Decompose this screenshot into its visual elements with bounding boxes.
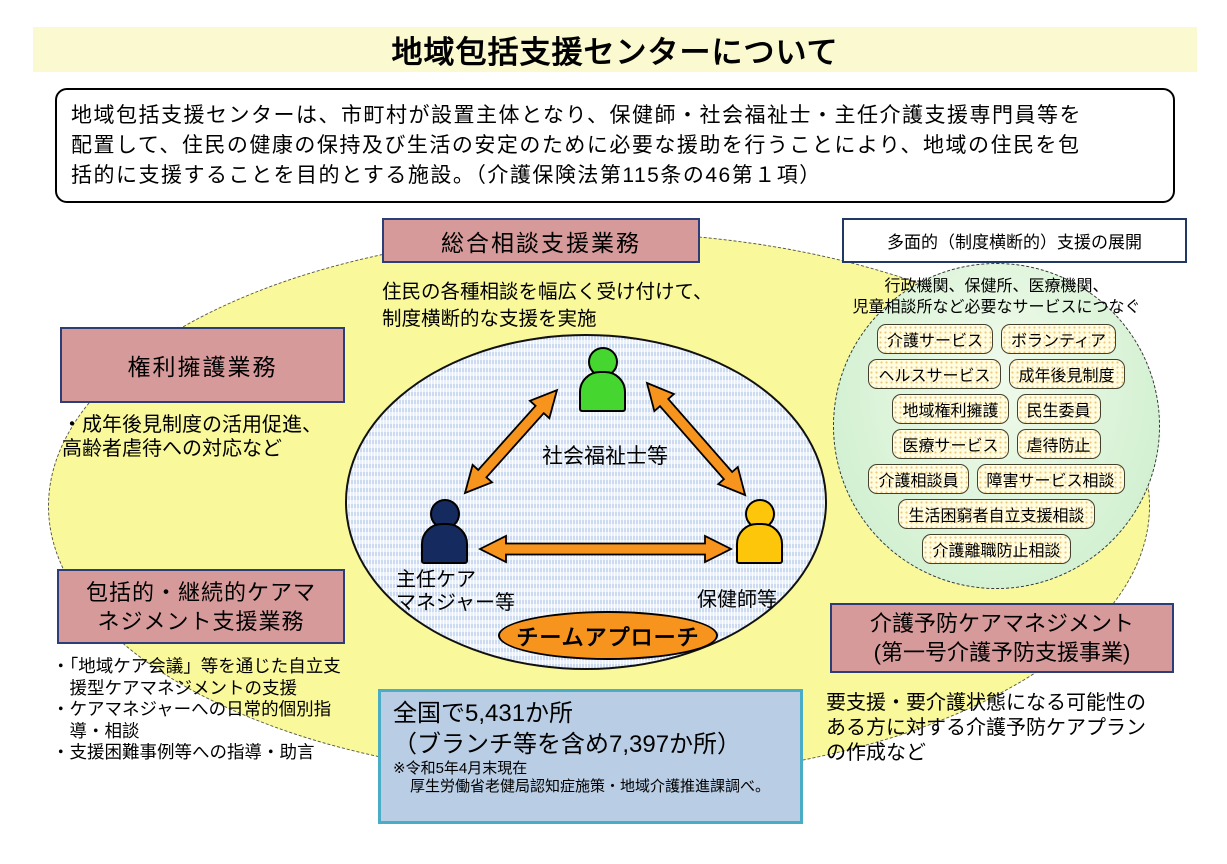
prevention-care-box: 介護予防ケアマネジメント (第一号介護予防支援事業) — [830, 603, 1174, 673]
service-chip: 介護サービス — [876, 324, 993, 354]
consultation-support-label: 総合相談支援業務 — [441, 229, 641, 256]
service-chip: 障害サービス相談 — [976, 464, 1125, 494]
social-worker-icon — [579, 347, 627, 412]
stats-total: 全国で5,431か所 — [393, 700, 574, 727]
service-chip: 民生委員 — [1016, 394, 1101, 424]
service-chip-row: 介護離職防止相談 — [922, 534, 1071, 564]
service-chip-row: 介護サービス ボランティア — [876, 324, 1117, 354]
care-management-label: 包括的・継続的ケアマ ネジメント支援業務 — [85, 579, 316, 634]
service-chip-list: 介護サービス ボランティア ヘルスサービス 成年後見制度 地域権利擁護 民生委員… — [833, 324, 1160, 564]
page-title: 地域包括支援センターについて — [391, 35, 839, 70]
service-chip-row: 生活困窮者自立支援相談 — [898, 499, 1095, 529]
chief-care-manager-body — [421, 523, 468, 564]
stats-with-branches: （ブランチ等を含め7,397か所） — [393, 731, 742, 758]
team-approach-badge: チームアプローチ — [498, 611, 718, 660]
nationwide-stats-box: 全国で5,431か所 （ブランチ等を含め7,397か所） ※令和5年4月末現在 … — [378, 689, 803, 824]
care-management-box: 包括的・継続的ケアマ ネジメント支援業務 — [57, 569, 345, 644]
rights-advocacy-desc: ・成年後見制度の活用促進、 高齢者虐待への対応など — [62, 414, 322, 460]
social-worker-label: 社会福祉士等 — [542, 445, 668, 468]
network-lead-text: 行政機関、保健所、医療機関、 児童相談所など必要なサービスにつなぐ — [852, 278, 1141, 316]
service-chip: 医療サービス — [892, 429, 1009, 459]
team-approach-label: チームアプローチ — [516, 624, 700, 650]
public-health-nurse-icon — [736, 499, 784, 564]
service-chip: ヘルスサービス — [868, 359, 1001, 389]
stats-note-date: ※令和5年4月末現在 — [393, 760, 528, 777]
social-worker-body — [579, 371, 626, 412]
care-management-bullets: ・「地域ケア会議」等を通じた自立支 援型ケアマネジメントの支援 ・ケアマネジャー… — [52, 656, 341, 762]
chief-care-manager-label: 主任ケア マネジャー等 — [396, 569, 515, 614]
intro-box: 地域包括支援センターは、市町村が設置主体となり、保健師・社会福祉士・主任介護支援… — [55, 88, 1175, 203]
chief-care-manager-icon — [421, 499, 469, 564]
service-chip-row: 介護相談員 障害サービス相談 — [868, 464, 1125, 494]
intro-text: 地域包括支援センターは、市町村が設置主体となり、保健師・社会福祉士・主任介護支援… — [71, 104, 1083, 187]
rights-advocacy-box: 権利擁護業務 — [60, 327, 345, 403]
network-header-label: 多面的（制度横断的）支援の展開 — [887, 233, 1142, 252]
service-chip: 成年後見制度 — [1008, 359, 1125, 389]
public-health-nurse-label: 保健師等 — [697, 589, 777, 611]
service-chip: 地域権利擁護 — [892, 394, 1009, 424]
service-chip: 生活困窮者自立支援相談 — [898, 499, 1095, 529]
service-chip: 介護離職防止相談 — [922, 534, 1071, 564]
service-chip-row: 医療サービス 虐待防止 — [892, 429, 1101, 459]
network-header-box: 多面的（制度横断的）支援の展開 — [842, 218, 1187, 263]
stats-note-source: 厚生労働省老健局認知症施策・地域介護推進課調べ。 — [410, 778, 771, 795]
consultation-support-desc: 住民の各種相談を幅広く受け付けて、 制度横断的な支援を実施 — [382, 281, 713, 330]
service-chip: 虐待防止 — [1016, 429, 1101, 459]
prevention-care-desc: 要支援・要介護状態になる可能性の ある方に対する介護予防ケアプラン の作成など — [826, 692, 1146, 764]
rights-advocacy-label: 権利擁護業務 — [127, 354, 278, 380]
public-health-nurse-body — [736, 523, 783, 564]
service-chip-row: 地域権利擁護 民生委員 — [892, 394, 1101, 424]
service-chip: 介護相談員 — [868, 464, 969, 494]
title-banner: 地域包括支援センターについて — [33, 27, 1197, 72]
prevention-care-label: 介護予防ケアマネジメント (第一号介護予防支援事業) — [869, 611, 1134, 665]
service-chip: ボランティア — [1000, 324, 1117, 354]
service-chip-row: ヘルスサービス 成年後見制度 — [868, 359, 1125, 389]
consultation-support-box: 総合相談支援業務 — [382, 218, 700, 263]
